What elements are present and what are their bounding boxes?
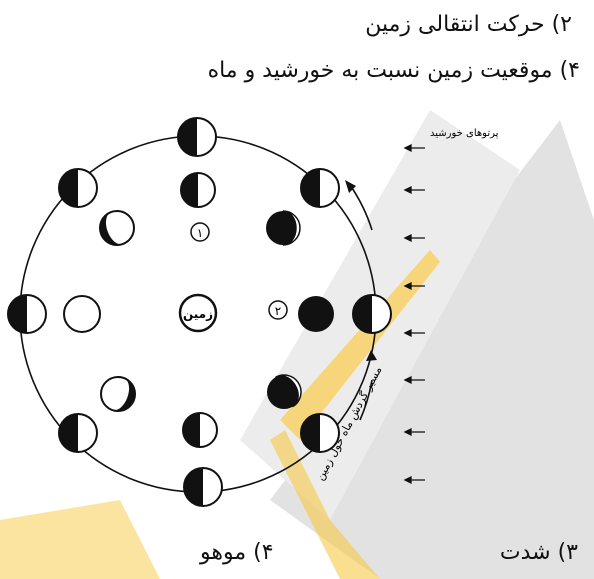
phase-bottom-left (101, 377, 140, 416)
moon-top-left (59, 169, 97, 207)
option-2-text: ۲) حرکت انتقالی زمین (365, 12, 572, 37)
phase-top-left (95, 211, 134, 250)
moon-left (8, 295, 46, 333)
sun-rays-label: پرتوهای خورشید (430, 128, 499, 139)
option-4-text: ۴) موقعیت زمین نسبت به خورشید و ماه (208, 58, 580, 83)
bottom-option-3: ۳) شدت (500, 540, 578, 565)
phase-top (181, 173, 215, 207)
phase-bottom (183, 413, 217, 447)
marker-1-label: ۱ (197, 226, 203, 240)
earth-label: زمین (183, 307, 213, 321)
moon-top (178, 118, 216, 156)
moon-bottom-left (59, 414, 97, 452)
bottom-option-4: ۴) موهو (200, 540, 274, 565)
phase-left (64, 296, 100, 332)
marker-2-label: ۲ (275, 304, 281, 318)
moon-top-right (301, 169, 339, 207)
moon-bottom (184, 468, 222, 506)
moon-right (353, 295, 391, 333)
phase-right (298, 296, 334, 332)
phase-top-right (266, 211, 300, 245)
